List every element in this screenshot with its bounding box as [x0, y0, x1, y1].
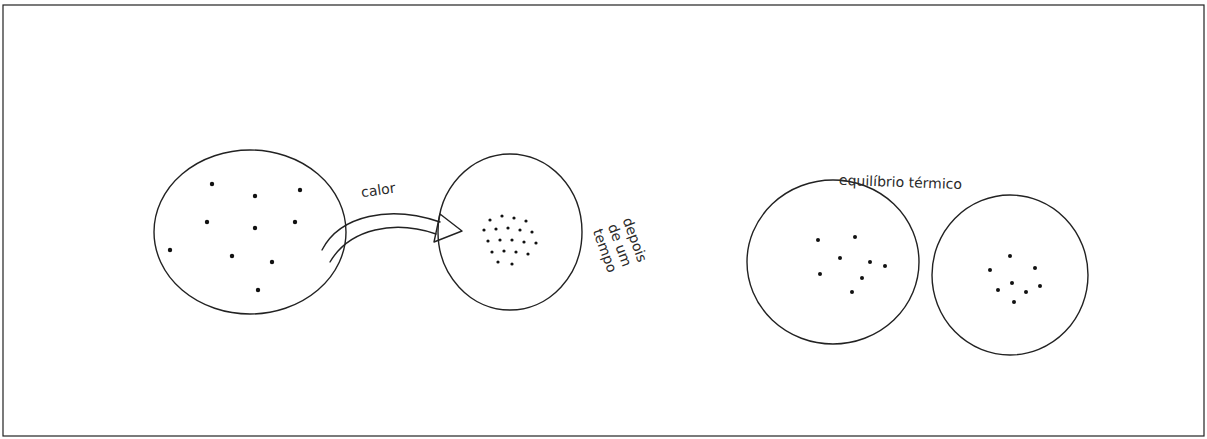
arrow-label: calor [360, 180, 396, 201]
time-note: depois de um tempo [588, 211, 652, 278]
frame [3, 5, 1204, 436]
body-equilibrium-1 [747, 180, 919, 344]
body-hot [154, 150, 346, 314]
heat-arrow [322, 214, 462, 262]
state-label: equilíbrio térmico [838, 172, 961, 192]
body-equilibrium-2 [932, 195, 1088, 355]
